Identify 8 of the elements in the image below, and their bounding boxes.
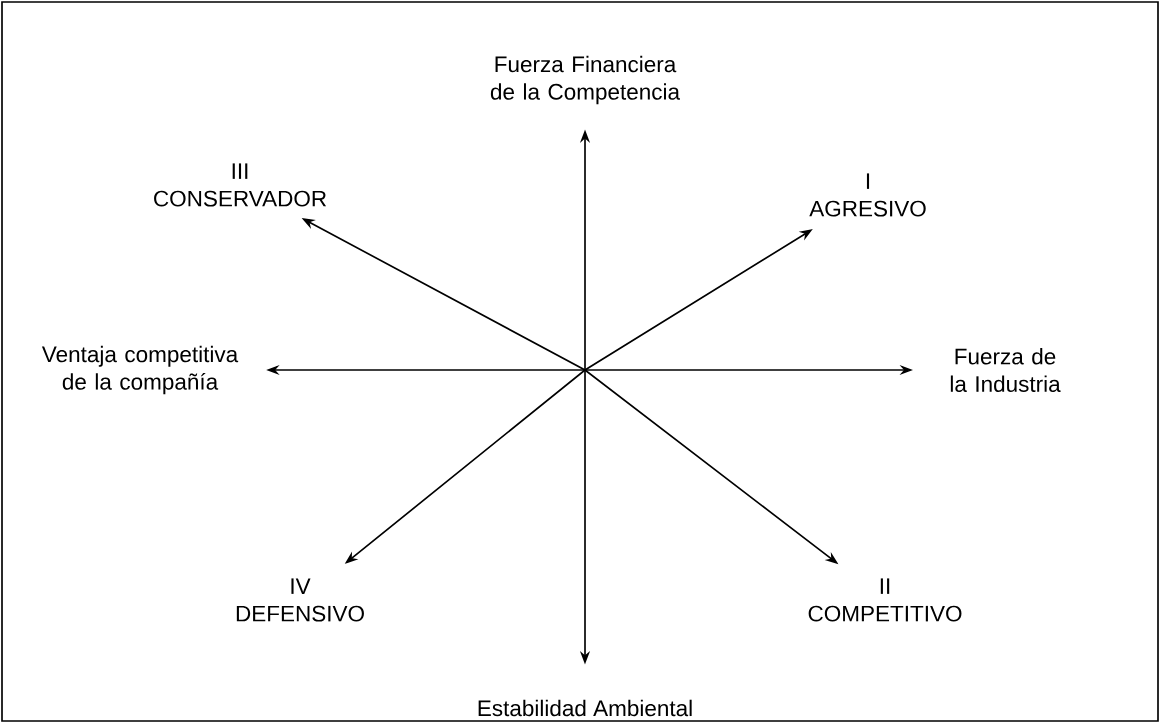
axis-label: Estabilidad Ambiental	[478, 699, 692, 717]
axis-label: Fuerza Financiera de la Competencia	[490, 55, 680, 105]
axis-label: Fuerza de la Industria	[950, 348, 1061, 392]
quadrant-label: III CONSERVADOR	[154, 163, 327, 207]
quadrant-label: II COMPETITIVO	[808, 578, 962, 622]
quadrant-label: I AGRESIVO	[809, 173, 926, 217]
quadrant-label: IV DEFENSIVO	[236, 578, 364, 622]
axis-label: Ventaja competitiva de la compañía	[41, 345, 239, 395]
